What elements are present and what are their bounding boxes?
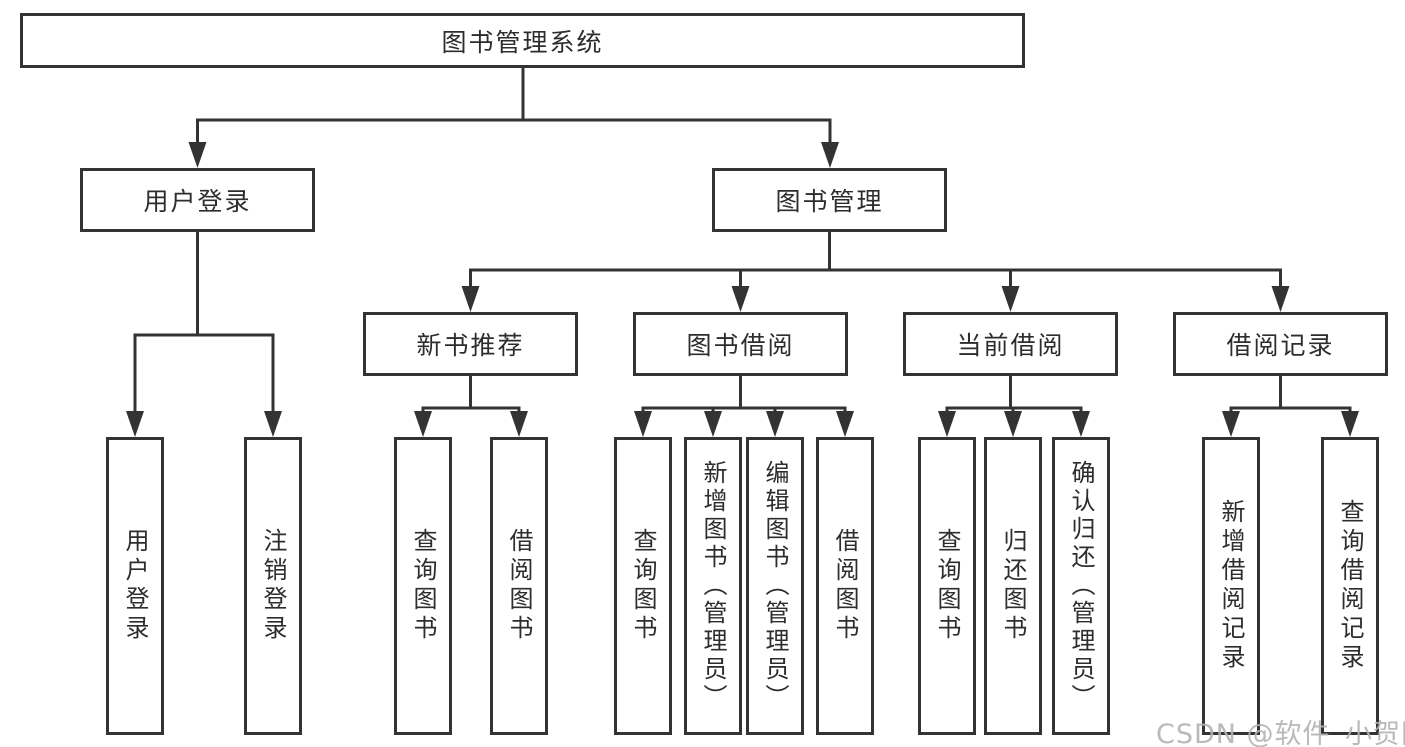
leaf-borrow-books-recommend: 借阅图书: [490, 437, 548, 735]
csdn-watermark: CSDN @软件_小贺同学: [1156, 719, 1405, 747]
node-label: 新增图书（管理员）: [699, 460, 727, 712]
node-library-management-system: 图书管理系统: [20, 13, 1025, 68]
leaf-query-books-recommend: 查询图书: [394, 437, 452, 735]
leaf-user-login: 用户登录: [106, 437, 164, 735]
node-label: 借阅图书: [505, 528, 533, 644]
leaf-query-borrow-record: 查询借阅记录: [1321, 437, 1379, 735]
leaf-query-books-current: 查询图书: [918, 437, 976, 735]
node-label: 当前借阅: [956, 331, 1065, 360]
node-label: 注销登录: [259, 528, 287, 644]
node-label: 借阅记录: [1226, 331, 1335, 360]
node-label: 借阅图书: [831, 528, 859, 644]
node-current-borrow: 当前借阅: [903, 312, 1118, 376]
leaf-add-book-admin: 新增图书（管理员）: [684, 437, 742, 735]
node-label: 图书管理系统: [441, 27, 604, 57]
node-label: 用户登录: [143, 187, 252, 216]
leaf-add-borrow-record: 新增借阅记录: [1202, 437, 1260, 735]
node-label: 图书借阅: [686, 331, 795, 360]
node-label: 确认归还（管理员）: [1067, 460, 1095, 712]
node-label: 编辑图书（管理员）: [761, 460, 789, 712]
node-label: 用户登录: [121, 528, 149, 644]
node-user-login: 用户登录: [80, 168, 315, 232]
node-label: 新增借阅记录: [1217, 499, 1245, 673]
node-borrow-records: 借阅记录: [1173, 312, 1388, 376]
node-label: 查询图书: [409, 528, 437, 644]
leaf-return-book: 归还图书: [984, 437, 1042, 735]
leaf-edit-book-admin: 编辑图书（管理员）: [746, 437, 804, 735]
node-label: 查询借阅记录: [1336, 499, 1364, 673]
node-label: 新书推荐: [416, 331, 525, 360]
node-book-borrow: 图书借阅: [633, 312, 848, 376]
leaf-borrow-books: 借阅图书: [816, 437, 874, 735]
node-label: 图书管理: [775, 187, 884, 216]
node-label: 查询图书: [629, 528, 657, 644]
leaf-confirm-return-admin: 确认归还（管理员）: [1052, 437, 1110, 735]
node-new-book-recommend: 新书推荐: [363, 312, 578, 376]
leaf-query-books-borrow: 查询图书: [614, 437, 672, 735]
leaf-logout: 注销登录: [244, 437, 302, 735]
node-book-management: 图书管理: [712, 168, 947, 232]
node-label: 归还图书: [999, 528, 1027, 644]
node-label: 查询图书: [933, 528, 961, 644]
